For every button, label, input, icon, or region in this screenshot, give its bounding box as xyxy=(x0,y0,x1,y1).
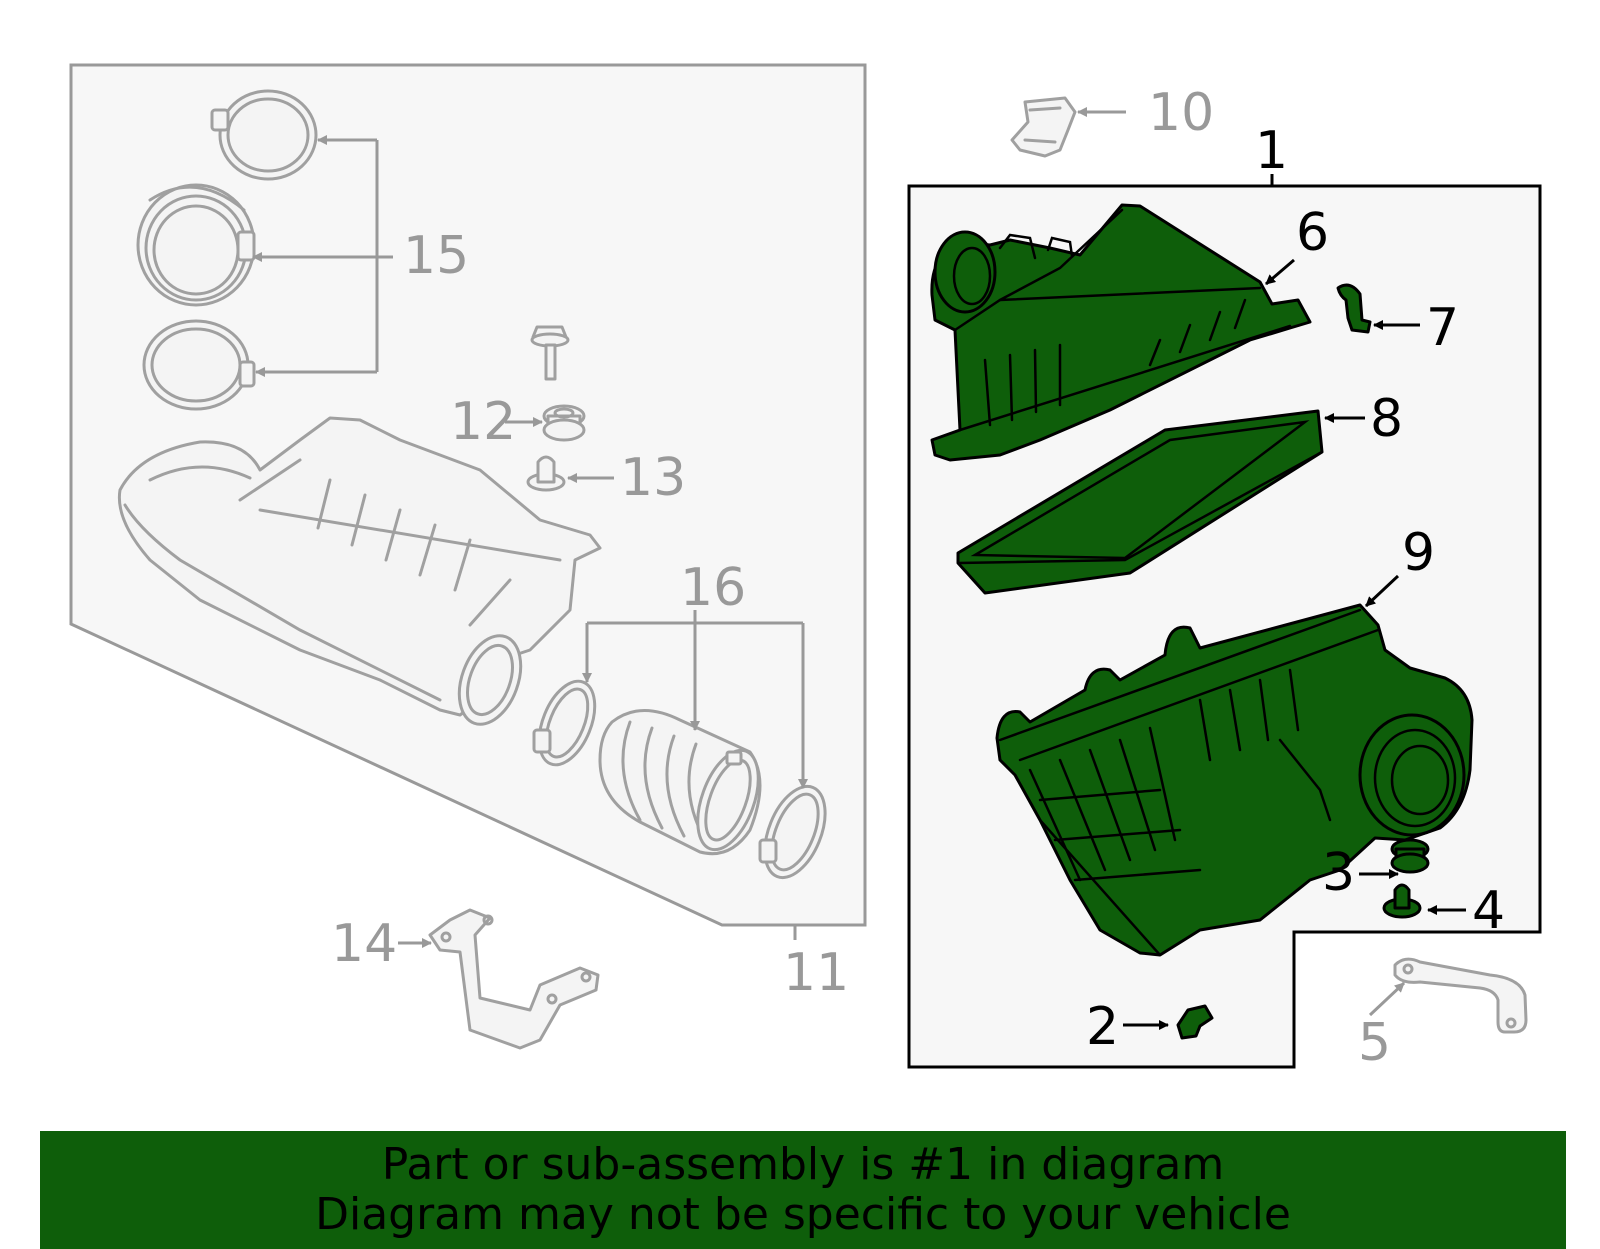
bolt[interactable] xyxy=(530,325,570,381)
air-cleaner-lower-housing[interactable] xyxy=(995,603,1474,957)
mount-pin[interactable] xyxy=(526,455,566,492)
callout-15: 15 xyxy=(403,226,469,286)
callout-9: 9 xyxy=(1402,523,1435,583)
leader-9 xyxy=(1364,574,1400,608)
hose-clamp-right[interactable] xyxy=(753,778,837,886)
throttle-body-adapter[interactable] xyxy=(136,183,256,307)
callout-16: 16 xyxy=(680,558,746,618)
callout-14: 14 xyxy=(331,914,397,974)
callout-13: 13 xyxy=(620,448,686,508)
retaining-clip[interactable] xyxy=(1176,1004,1214,1040)
callout-11: 11 xyxy=(783,943,849,1003)
intake-hose[interactable] xyxy=(598,709,770,857)
callout-7: 7 xyxy=(1426,298,1459,358)
hose-clamp-left[interactable] xyxy=(528,673,605,773)
hose-fitting[interactable] xyxy=(1336,283,1372,334)
leader-6 xyxy=(1265,258,1295,286)
bracket-right[interactable] xyxy=(1393,957,1528,1034)
grommet[interactable] xyxy=(542,404,586,442)
housing-pin[interactable] xyxy=(1382,883,1422,919)
callout-6: 6 xyxy=(1296,203,1329,263)
callout-4: 4 xyxy=(1472,881,1505,941)
callout-3: 3 xyxy=(1322,843,1355,903)
callout-5: 5 xyxy=(1358,1013,1391,1073)
callout-2: 2 xyxy=(1086,997,1119,1057)
callout-12: 12 xyxy=(450,392,516,452)
clamp-lower[interactable] xyxy=(142,319,256,411)
intake-duct[interactable] xyxy=(117,416,602,733)
sensor[interactable] xyxy=(1010,96,1077,158)
disclaimer-line-1: Part or sub-assembly is #1 in diagram xyxy=(381,1139,1225,1190)
disclaimer-banner: Part or sub-assembly is #1 in diagram Di… xyxy=(40,1131,1566,1249)
bracket-left[interactable] xyxy=(428,908,600,1050)
housing-grommet[interactable] xyxy=(1390,838,1430,874)
callout-8: 8 xyxy=(1370,389,1403,449)
callout-10: 10 xyxy=(1148,83,1214,143)
air-cleaner-upper-cover[interactable] xyxy=(930,203,1312,462)
callout-1: 1 xyxy=(1255,121,1288,181)
leader-5 xyxy=(1368,981,1406,1017)
air-filter-element[interactable] xyxy=(956,409,1324,595)
clamp-upper[interactable] xyxy=(210,89,318,181)
disclaimer-line-2: Diagram may not be specific to your vehi… xyxy=(315,1189,1291,1240)
